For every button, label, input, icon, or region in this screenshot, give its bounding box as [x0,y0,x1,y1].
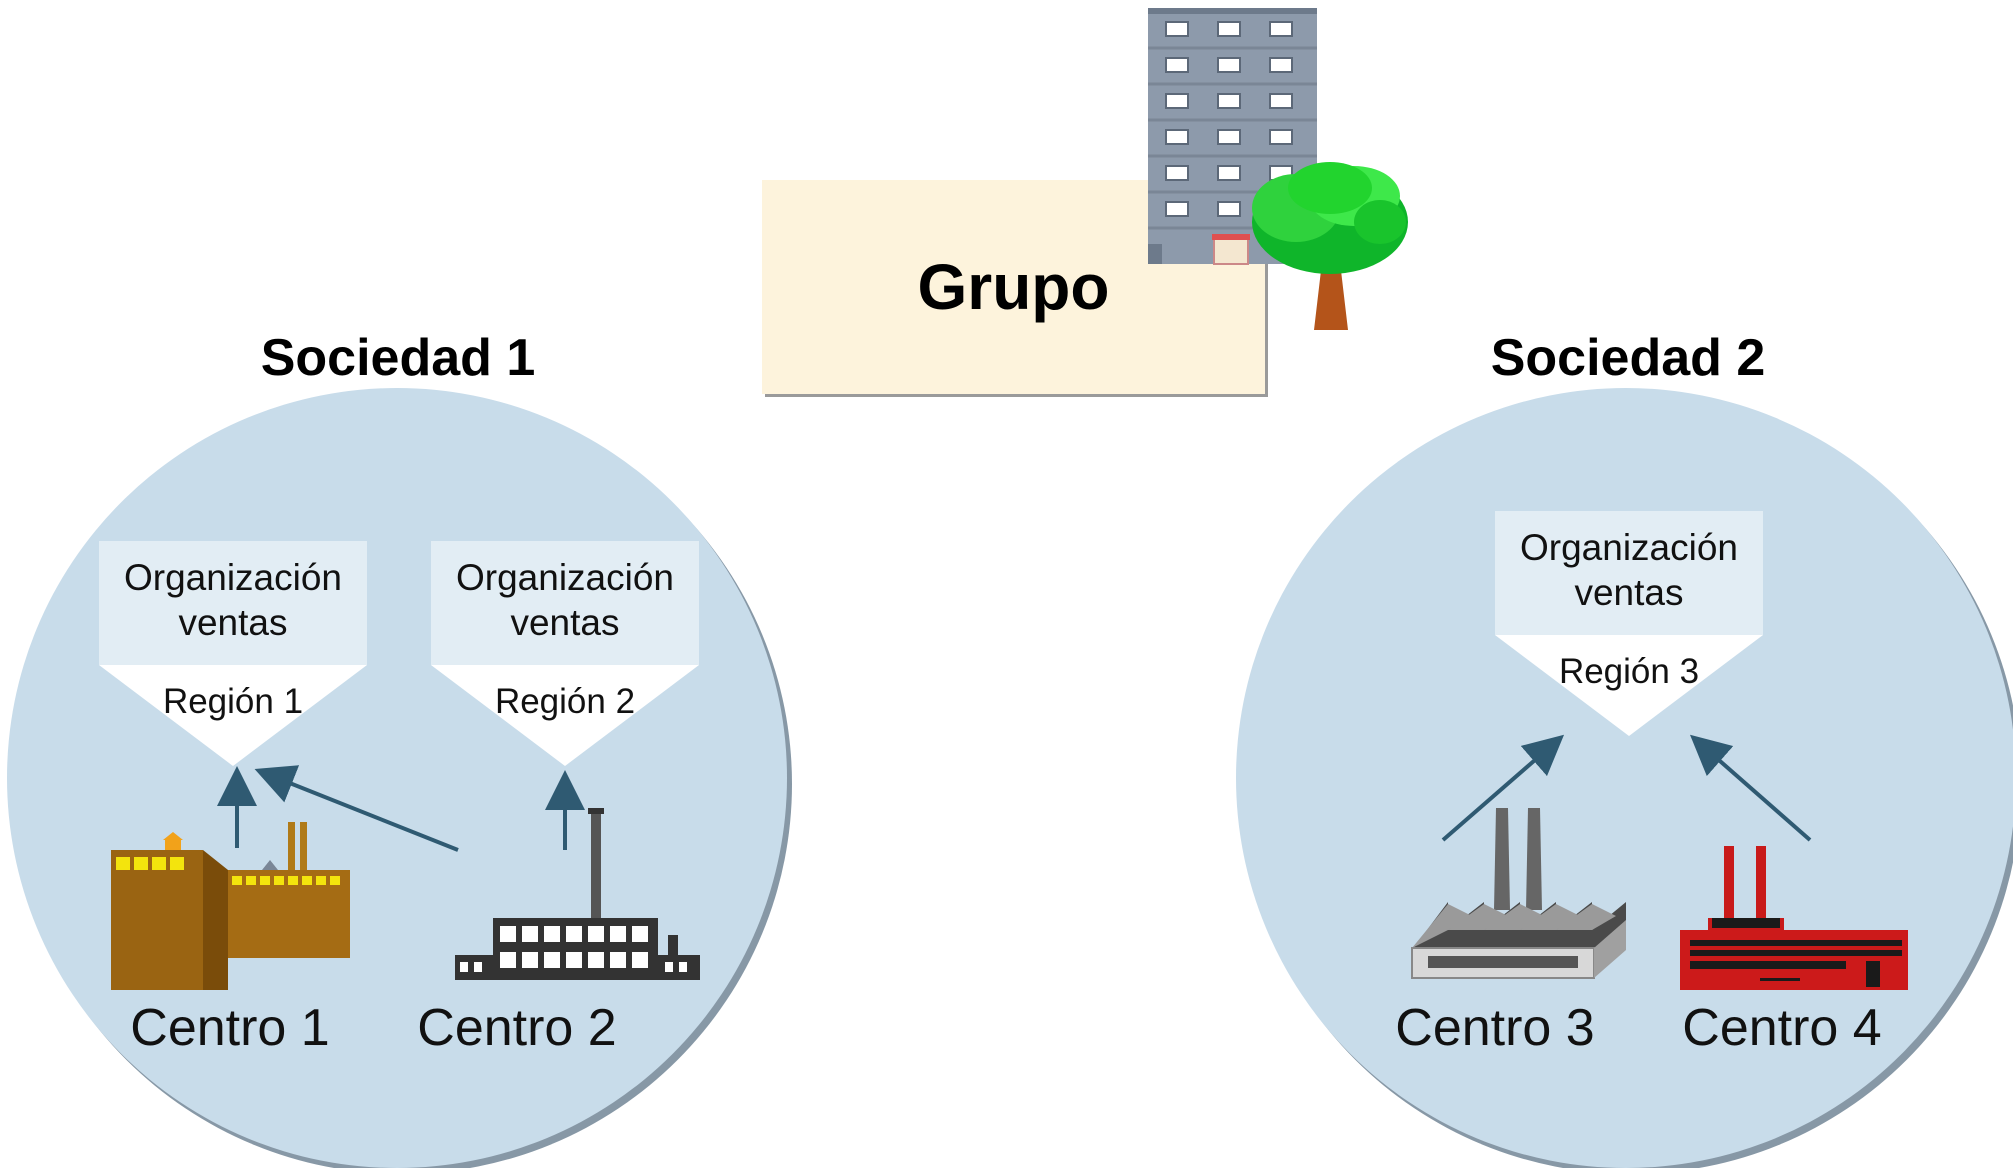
factory-icon-centro-1 [111,822,350,990]
region-1-label: Región 1 [162,682,304,721]
sales-org-2-line1: Organización [455,557,674,598]
factory-icon-centro-2 [455,808,700,980]
sociedad-2-title: Sociedad 2 [1490,329,1766,387]
centro-4-label: Centro 4 [1682,999,1882,1057]
sociedad-1-circle [7,388,787,1168]
sales-org-3-line2: ventas [1574,572,1684,613]
sales-org-2-box [431,541,699,665]
sales-org-2: Organización ventas [431,541,699,665]
sales-org-2-triangle [431,665,699,766]
arrow-centro3-region3 [1441,734,1565,842]
factory-icon-centro-4 [1680,846,1908,990]
sales-org-1-box [99,541,367,665]
arrow-centro4-region3 [1689,734,1812,842]
sales-org-3-box [1495,511,1763,635]
arrow-centro2-region1 [254,765,459,852]
factory-icon-centro-3 [1411,808,1626,979]
arrows [217,734,1812,852]
sales-org-3-line1: Organización [1519,527,1738,568]
region-2-label: Región 2 [494,682,636,721]
sociedad-1-title: Sociedad 1 [260,329,536,387]
grupo-label: Grupo [917,251,1110,323]
sales-org-shapes [99,511,1763,766]
flow-and-icons [111,734,1908,990]
sales-org-1-line1: Organización [123,557,342,598]
sales-org-1-triangle [99,665,367,766]
region-3-label: Región 3 [1558,652,1700,691]
sales-org-1-line2: ventas [178,602,288,643]
centro-3-label: Centro 3 [1395,999,1595,1057]
tree-icon [1252,162,1408,330]
office-building-icon [1148,8,1317,265]
sales-org-3-triangle [1495,635,1763,736]
sales-org-2-line2: ventas [510,602,620,643]
centro-1-label: Centro 1 [130,999,330,1057]
grupo-illustration [1148,8,1408,330]
sales-org-1: Organización ventas [99,541,367,665]
sales-org-3: Organización ventas [1495,511,1763,635]
centro-2-label: Centro 2 [417,999,617,1057]
